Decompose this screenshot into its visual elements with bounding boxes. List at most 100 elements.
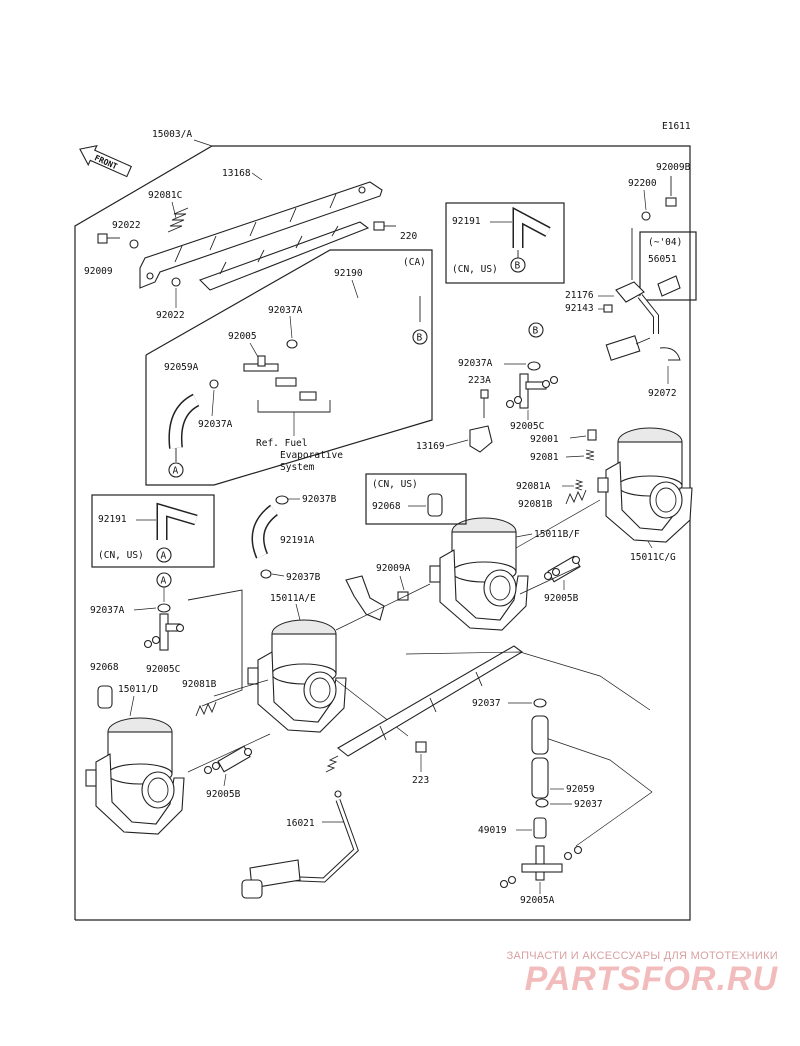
tee-guide-left: [187, 589, 243, 707]
leader-92001: [569, 435, 587, 439]
callout-b-right-text: B: [533, 326, 539, 337]
cn-us-box-right: [445, 202, 565, 284]
mounting-bracket-13168: [139, 181, 383, 289]
throttle-link-rod: [337, 645, 651, 757]
ref-text-1: Ref. Fuel: [256, 438, 307, 449]
callout-a-left: A: [156, 572, 172, 588]
spring-92081c-icon: [167, 207, 189, 233]
leader-92081: [565, 455, 585, 458]
holder-13169-icon: [469, 425, 493, 453]
label-92191-right: 92191: [452, 216, 481, 227]
callout-b-box-text: B: [515, 261, 521, 272]
diagram-id: E1611: [662, 121, 691, 132]
joint-pipe-92005b-2-icon: [203, 745, 253, 775]
clamp-92037-2-icon: [535, 798, 549, 808]
washer-92022-bottom-icon: [171, 277, 181, 287]
evap-fitting-icon: [275, 377, 317, 401]
label-92037a-4: 92037A: [90, 605, 125, 616]
callout-b-ca-text: B: [417, 333, 423, 344]
label-92037a-2: 92037A: [198, 419, 233, 430]
region-tag-ca: (CA): [403, 257, 426, 268]
region-tag-cn-us-2: (CN, US): [372, 479, 418, 490]
label-92200: 92200: [628, 178, 657, 189]
washer-92022-top-icon: [129, 239, 139, 249]
label-92068: 92068: [90, 662, 119, 673]
clamp-92037b-2-icon: [260, 569, 272, 579]
label-13168: 13168: [222, 168, 251, 179]
label-15011d: 15011/D: [118, 684, 158, 695]
label-plate-56051-icon: [657, 275, 681, 297]
year-tag-box: [639, 231, 697, 301]
label-92037a-3: 92037A: [458, 358, 493, 369]
leader-15011d: [129, 695, 135, 717]
label-92191a: 92191A: [280, 535, 315, 546]
ca-evaporative-box: [145, 249, 433, 486]
leader-13169: [445, 439, 469, 447]
assembly-leader: [193, 139, 213, 147]
sensor-21176-icon: [605, 281, 659, 361]
label-92059a: 92059A: [164, 362, 199, 373]
leader-92037a-2: [211, 389, 215, 417]
screw-92009-icon: [97, 233, 120, 244]
leader-92200: [643, 189, 647, 211]
carburetor-15011cg: [597, 427, 693, 543]
label-15011ae: 15011A/E: [270, 593, 316, 604]
assembly-label: 15003/A: [152, 129, 192, 140]
label-92005a: 92005A: [520, 895, 555, 906]
callout-a-box: A: [156, 547, 172, 563]
callout-a-box-text: A: [161, 551, 167, 562]
label-92022-bottom: 92022: [156, 310, 185, 321]
label-92009b: 92009B: [656, 162, 691, 173]
elbow-hose-92191-right-icon: [512, 206, 551, 258]
label-21176: 21176: [565, 290, 594, 301]
front-arrow-icon: FRONT: [79, 144, 133, 178]
label-92037b-2: 92037B: [286, 572, 321, 583]
screw-92009b-icon: [665, 176, 677, 207]
label-92005c-1: 92005C: [510, 421, 544, 432]
label-92190: 92190: [334, 268, 363, 279]
carburetor-15011ae: [247, 619, 347, 733]
tee-92005c-1-icon: [505, 373, 559, 409]
leader-92081c: [171, 201, 177, 219]
label-92005b-1: 92005B: [544, 593, 579, 604]
label-92143: 92143: [565, 303, 594, 314]
region-tag-year: (~'04): [648, 237, 682, 248]
tee-92005c-2-icon: [143, 613, 185, 651]
ref-text-2: Evaporative: [280, 450, 343, 461]
label-92009a: 92009A: [376, 563, 411, 574]
watermark-subtitle: ЗАПЧАСТИ И АКСЕССУАРЫ ДЛЯ МОТОТЕХНИКИ: [506, 950, 778, 962]
label-49019: 49019: [478, 825, 507, 836]
callout-b-right: B: [528, 322, 544, 338]
label-92072: 92072: [648, 388, 677, 399]
leader-92190: [351, 279, 359, 299]
clamp-92037b-1-icon: [275, 495, 289, 505]
screw-223-icon: [415, 741, 427, 753]
callout-b-ca: B: [412, 329, 428, 345]
region-tag-cn-us-3: (CN, US): [98, 550, 144, 561]
spring-92081-icon: [585, 449, 595, 461]
hose-92190-icon: [308, 280, 427, 341]
label-92059: 92059: [566, 784, 595, 795]
screw-92001-icon: [587, 429, 597, 441]
label-92081c: 92081C: [148, 190, 182, 201]
leader-13168: [251, 172, 263, 181]
callout-a-ca-text: A: [173, 466, 179, 477]
ref-text-3: System: [280, 462, 315, 473]
label-13169: 13169: [416, 441, 445, 452]
label-223: 223: [412, 775, 429, 786]
tee-92005a-icon: [499, 845, 583, 889]
label-92191-left: 92191: [98, 514, 127, 525]
callout-a-left-text: A: [161, 576, 167, 587]
screw-92009a-icon: [397, 591, 409, 601]
label-92005: 92005: [228, 331, 257, 342]
choke-cable-16021: [241, 755, 359, 899]
cn-us-box-middle: [365, 473, 467, 525]
clamp-92037a-1-icon: [286, 339, 298, 349]
elbow-hose-92191-left-icon: [156, 502, 198, 540]
clip-92072-icon: [659, 347, 681, 361]
carburetor-15011bf: [429, 517, 529, 631]
bracket-plate-icon: [345, 575, 385, 621]
ref-bracket: [257, 400, 331, 413]
clamp-92037a-4-icon: [157, 603, 171, 613]
